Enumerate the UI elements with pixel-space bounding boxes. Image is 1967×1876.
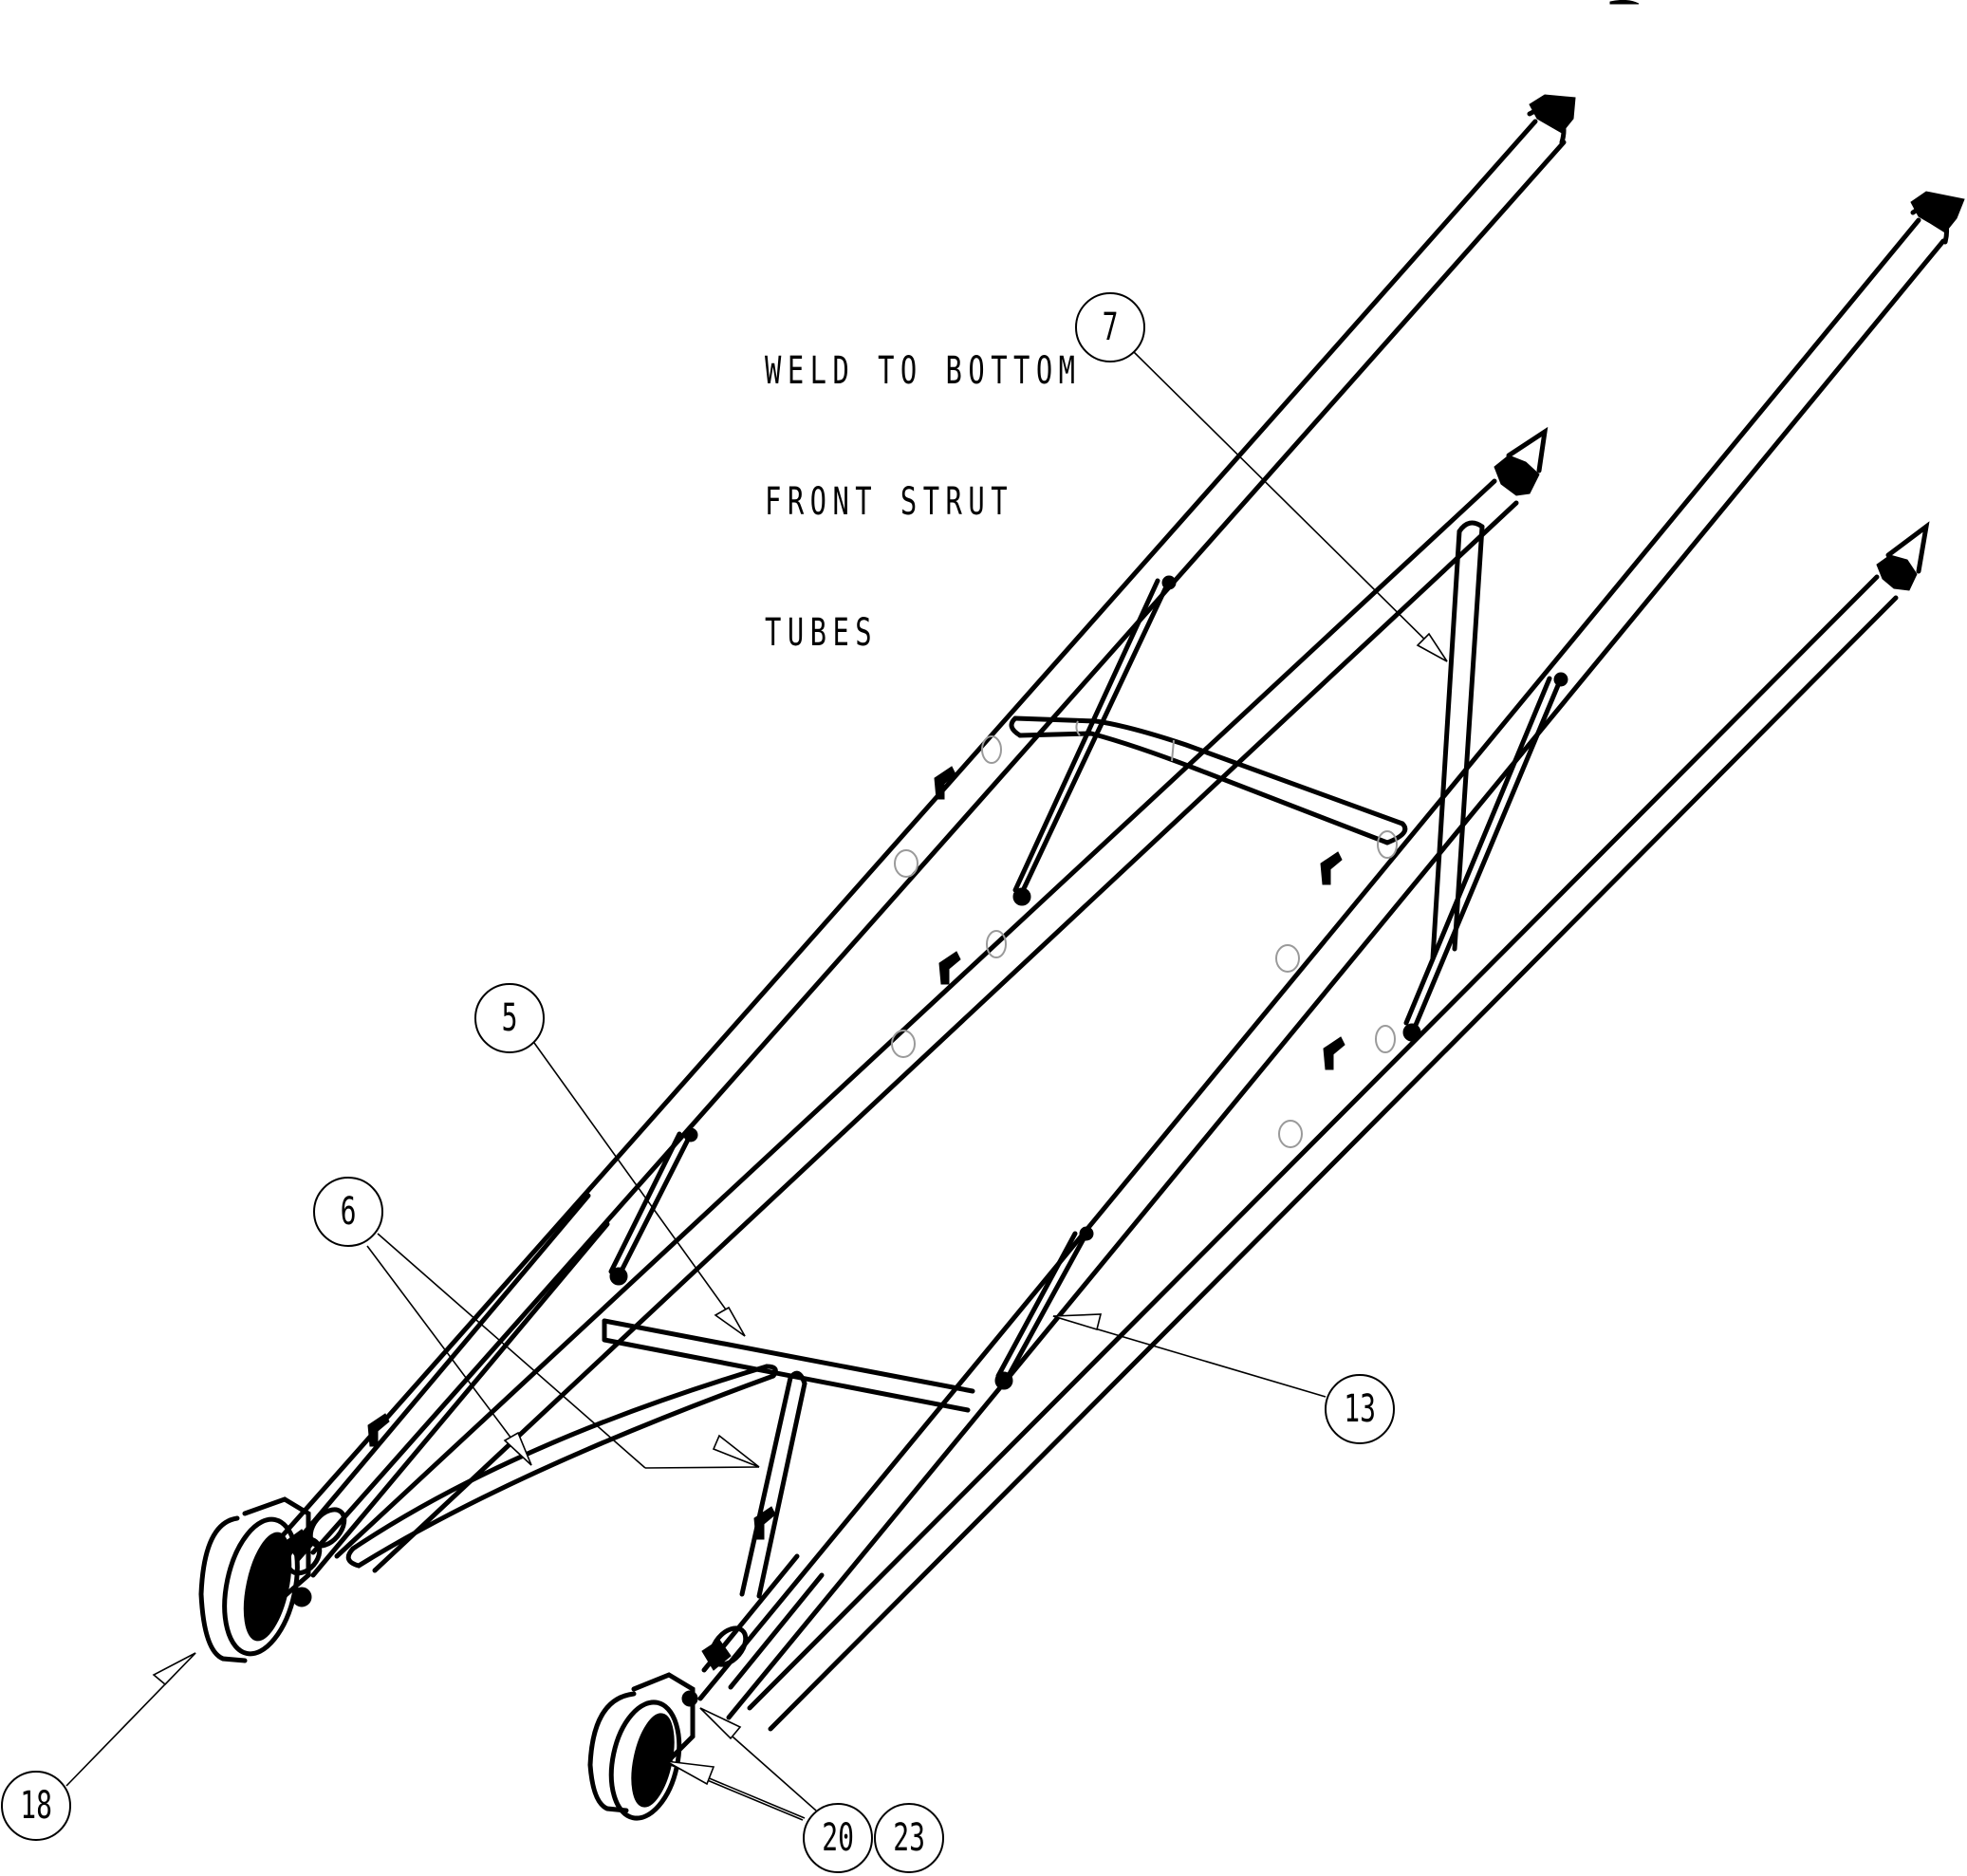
diagonal-brace-upper-right <box>1402 672 1568 1042</box>
balloon-7: 7 <box>1075 292 1145 362</box>
main-tube-right-inner <box>747 521 1930 1732</box>
balloon-23: 23 <box>874 1803 944 1873</box>
wheel-left <box>198 1496 312 1663</box>
balloon-5: 5 <box>474 983 545 1053</box>
edge-mark <box>1609 0 1640 5</box>
diagonal-brace-upper-left <box>1012 575 1177 906</box>
front-strut-left <box>345 1364 778 1569</box>
clamp-latches <box>367 735 1398 1540</box>
main-tube-left-outer <box>280 94 1576 1555</box>
leader-lines <box>65 351 1448 1821</box>
balloon-20: 20 <box>803 1803 873 1873</box>
diagonal-brace-lower-left <box>608 1127 698 1286</box>
weld-note-line-2: FRONT STRUT <box>765 480 1014 524</box>
lower-cross-bar <box>602 1318 975 1413</box>
weld-note: WELD TO BOTTOM FRONT STRUT TUBES <box>765 262 1081 698</box>
main-tube-left-inner <box>334 426 1549 1573</box>
balloon-13: 13 <box>1325 1374 1395 1444</box>
diagonal-brace-lower-right <box>994 1226 1094 1390</box>
balloon-18: 18 <box>1 1771 71 1841</box>
balloon-6: 6 <box>313 1177 383 1247</box>
front-strut-right <box>739 1370 807 1599</box>
rear-vertical-strut <box>1430 520 1485 961</box>
upper-cross-bar <box>1009 715 1408 845</box>
lower-section-right <box>701 1553 825 1690</box>
lower-section-left <box>282 1193 610 1578</box>
weld-note-line-3: TUBES <box>765 611 879 655</box>
wheel-right <box>587 1672 698 1821</box>
weld-note-line-1: WELD TO BOTTOM <box>765 349 1082 393</box>
main-tube-right-outer <box>697 191 1965 1720</box>
